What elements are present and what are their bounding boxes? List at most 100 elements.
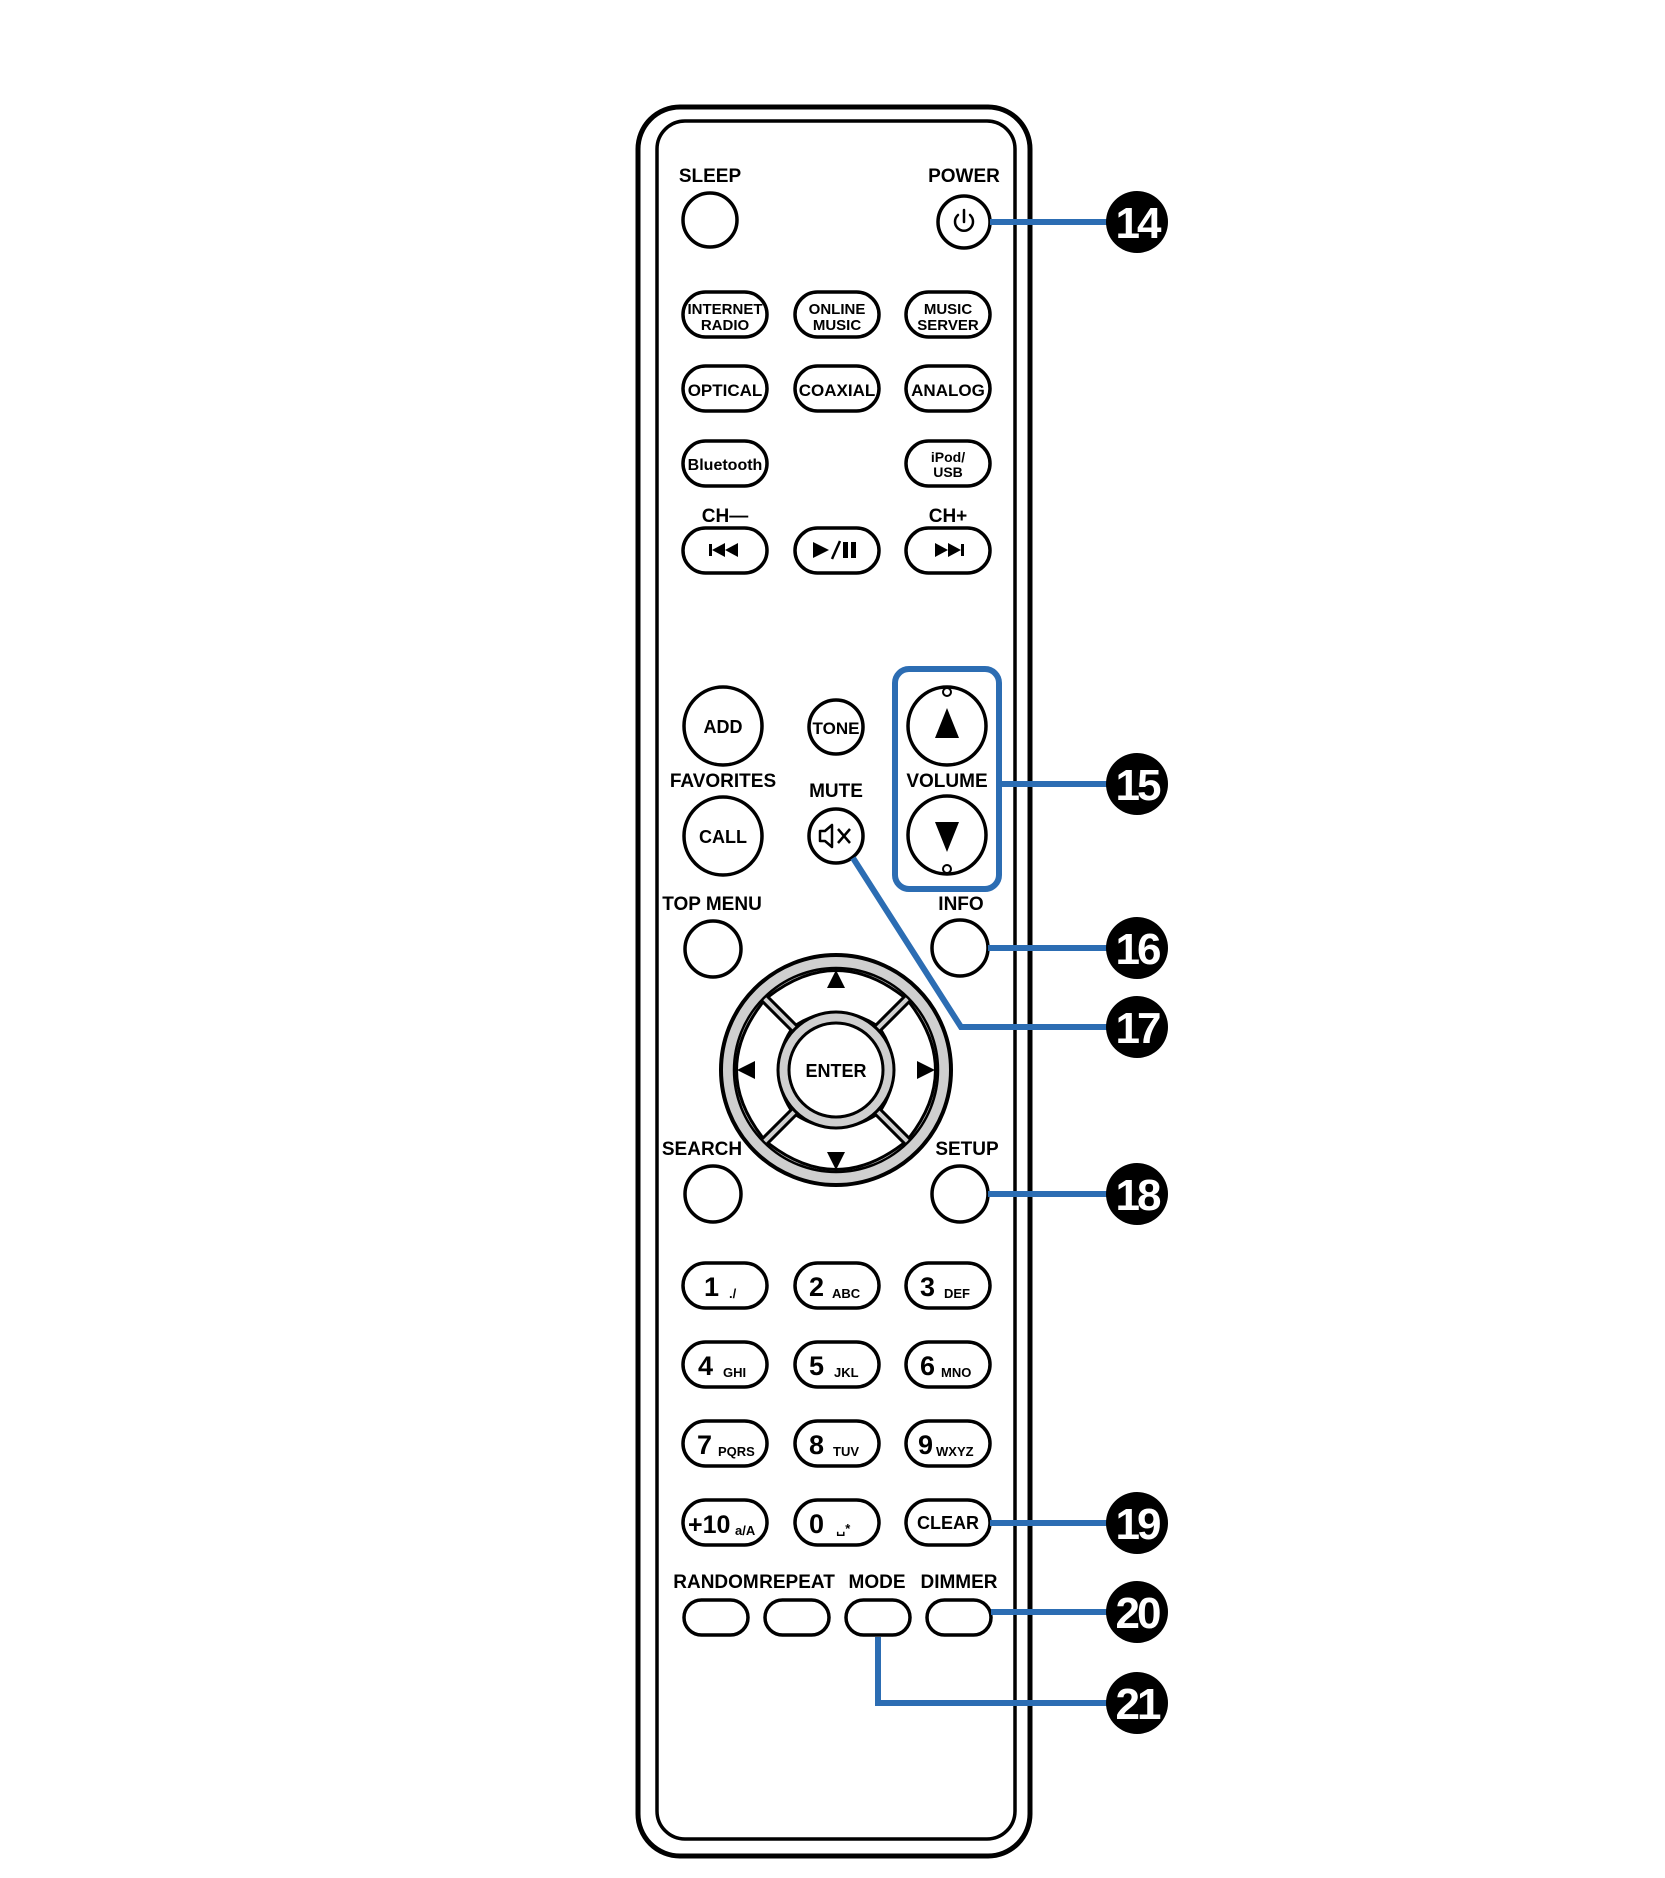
volume-highlight-frame (892, 666, 1002, 892)
internet-radio-button[interactable] (681, 290, 769, 339)
coaxial-label: COAXIAL (799, 381, 876, 400)
number-1-letters: ./ (729, 1286, 737, 1301)
mute-button[interactable] (807, 807, 865, 865)
dimmer-button[interactable] (925, 1598, 993, 1637)
mode-button[interactable] (844, 1598, 912, 1637)
number-6-button[interactable] (904, 1340, 992, 1389)
dimmer-label: DIMMER (920, 1572, 997, 1593)
number-0-button[interactable] (793, 1498, 881, 1547)
optical-button[interactable] (681, 364, 769, 413)
cursor-pad-inner-ring (732, 966, 940, 1174)
callout-number-17: 17 (1116, 1004, 1160, 1053)
source-buttons: INTERNET RADIO ONLINE MUSIC MUSIC SERVER… (681, 290, 992, 488)
search-button[interactable] (683, 1164, 743, 1224)
online-music-label-1: ONLINE (809, 301, 866, 318)
top-menu-label: TOP MENU (662, 894, 762, 915)
remote-inner-shell (655, 119, 1017, 1841)
number-7-digit: 7 (697, 1430, 712, 1460)
internet-radio-label-1: INTERNET (688, 301, 763, 318)
number-3-button[interactable] (904, 1261, 992, 1310)
setup-button[interactable] (930, 1164, 990, 1224)
number-8-digit: 8 (809, 1430, 824, 1460)
callout-badge-14 (1106, 191, 1168, 253)
callout-number-19: 19 (1116, 1500, 1160, 1549)
number-7-letters: PQRS (718, 1444, 755, 1459)
optical-label: OPTICAL (688, 381, 763, 400)
callout-badge-21 (1106, 1672, 1168, 1734)
mute-icon (818, 823, 851, 849)
repeat-button[interactable] (763, 1598, 831, 1637)
info-label: INFO (938, 894, 983, 915)
add-button[interactable] (682, 685, 764, 767)
bluetooth-button[interactable] (681, 439, 769, 488)
sleep-button[interactable] (681, 191, 739, 249)
callout-badge-15 (1106, 753, 1168, 815)
add-label: ADD (704, 717, 743, 737)
number-9-button[interactable] (904, 1419, 992, 1468)
music-server-label-1: MUSIC (924, 301, 973, 318)
info-button[interactable] (930, 918, 990, 978)
cursor-right-icon (917, 1061, 935, 1079)
number-8-button[interactable] (793, 1419, 881, 1468)
random-label: RANDOM (673, 1572, 759, 1593)
coaxial-button[interactable] (793, 364, 881, 413)
analog-label: ANALOG (911, 381, 985, 400)
power-icon (953, 208, 975, 232)
callout-badge-20 (1106, 1581, 1168, 1643)
plus10-digit: +10 (688, 1511, 730, 1539)
skip-previous-icon (709, 543, 738, 557)
number-2-letters: ABC (832, 1286, 861, 1301)
cursor-pad: ENTER (719, 953, 953, 1187)
cursor-down-icon (827, 1152, 845, 1170)
number-4-button[interactable] (681, 1340, 769, 1389)
tone-button[interactable] (807, 698, 865, 756)
number-5-letters: JKL (834, 1365, 859, 1380)
number-8-letters: TUV (833, 1444, 859, 1459)
enter-button[interactable] (787, 1021, 885, 1119)
plus10-button[interactable] (681, 1498, 769, 1547)
number-5-button[interactable] (793, 1340, 881, 1389)
number-6-digit: 6 (920, 1351, 935, 1381)
callout-number-18: 18 (1116, 1171, 1161, 1220)
callout-lines (850, 219, 1112, 1706)
play-pause-icon (813, 540, 856, 560)
number-4-digit: 4 (698, 1351, 713, 1381)
favorites-call-button[interactable] (682, 795, 764, 877)
ch-minus-label: CH— (702, 506, 748, 527)
top-menu-button[interactable] (683, 919, 743, 979)
callout-number-21: 21 (1116, 1680, 1161, 1729)
callout-number-16: 16 (1116, 925, 1160, 974)
number-keys: 1 ./ 2 ABC 3 DEF 4 GHI 5 JKL 6 MNO 7 PQR… (681, 1261, 992, 1547)
cursor-left-icon (737, 1061, 755, 1079)
online-music-button[interactable] (793, 290, 881, 339)
ch-plus-label: CH+ (929, 506, 968, 527)
sleep-label: SLEEP (679, 166, 742, 187)
number-2-digit: 2 (809, 1272, 824, 1302)
online-music-label-2: MUSIC (813, 317, 862, 334)
callout-badge-17 (1106, 996, 1168, 1058)
number-0-digit: 0 (809, 1509, 824, 1539)
callout-badge-18 (1106, 1163, 1168, 1225)
number-2-button[interactable] (793, 1261, 881, 1310)
callout-number-20: 20 (1116, 1589, 1160, 1638)
random-button[interactable] (682, 1598, 750, 1637)
analog-button[interactable] (904, 364, 992, 413)
music-server-button[interactable] (904, 290, 992, 339)
volume-label: VOLUME (906, 771, 987, 792)
number-9-letters: WXYZ (936, 1444, 974, 1459)
number-7-button[interactable] (681, 1419, 769, 1468)
callout-number-14: 14 (1116, 199, 1162, 248)
power-label: POWER (928, 166, 1000, 187)
enter-label: ENTER (805, 1061, 866, 1081)
clear-label: CLEAR (917, 1513, 979, 1533)
bluetooth-label: Bluetooth (688, 457, 763, 474)
callout-badge-16 (1106, 917, 1168, 979)
number-1-button[interactable] (681, 1261, 769, 1310)
bottom-buttons: RANDOM REPEAT MODE DIMMER (673, 1572, 998, 1637)
ipod-usb-button[interactable] (904, 439, 992, 488)
callout-badge-19 (1106, 1492, 1168, 1554)
ipod-usb-label-1: iPod/ (931, 449, 965, 465)
mute-label: MUTE (809, 781, 863, 802)
volume-up-dot (942, 687, 952, 697)
